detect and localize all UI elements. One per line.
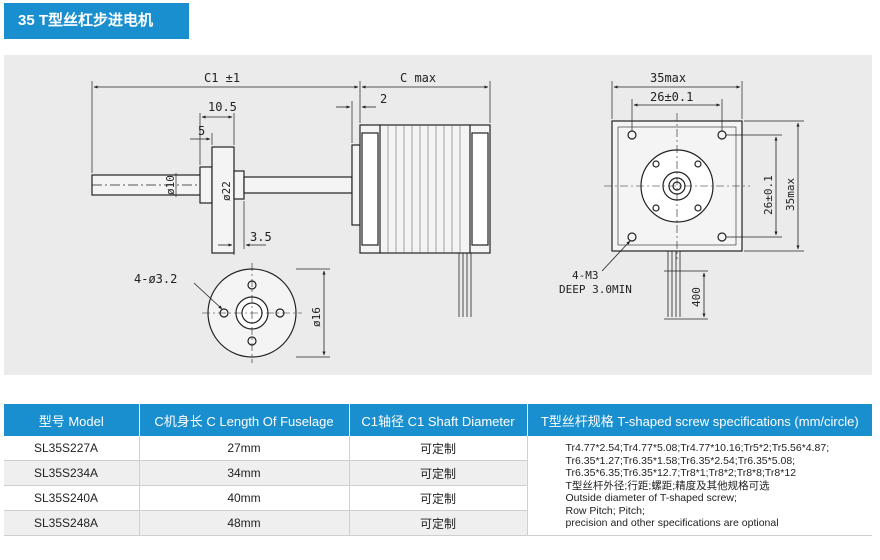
cell-length: 40mm (139, 485, 350, 511)
cell-model: SL35S234A (4, 460, 140, 486)
cell-length: 34mm (139, 460, 350, 486)
cell-shaft: 可定制 (349, 510, 528, 536)
spec-table: 型号 Model C机身长 C Length Of Fuselage C1轴径 … (4, 404, 872, 536)
spec-line: Outside diameter of T-shaped screw; (565, 492, 737, 504)
spec-line: precision and other specifications are o… (565, 517, 779, 529)
dim-c1: C1 ±1 (204, 71, 240, 85)
dim-3-5: 3.5 (250, 230, 272, 244)
table-row: SL35S240A 40mm 可定制 (4, 485, 872, 511)
flange-view (193, 263, 330, 363)
header-shaft: C1轴径 C1 Shaft Diameter (349, 404, 528, 436)
side-view (91, 81, 491, 317)
table-row: SL35S234A 34mm 可定制 (4, 460, 872, 486)
spec-line: Row Pitch; Pitch; (565, 504, 645, 517)
dim-2: 2 (380, 92, 387, 106)
dim-phi22: ø22 (220, 181, 233, 201)
cell-shaft: 可定制 (349, 485, 528, 511)
cell-model: SL35S240A (4, 485, 140, 511)
dim-deep: DEEP 3.0MIN (559, 283, 632, 296)
dim-m3: 4-M3 (572, 269, 599, 282)
spec-line: Tr6.35*6.35;Tr6.35*12.7;Tr8*1;Tr8*2;Tr8*… (565, 467, 797, 479)
table-header-row: 型号 Model C机身长 C Length Of Fuselage C1轴径 … (4, 404, 872, 436)
dim-35max-h: 35max (784, 178, 797, 211)
spec-line: Tr4.77*2.54;Tr4.77*5.08;Tr4.77*10.16;Tr5… (565, 442, 830, 454)
cell-screw-spec: Tr4.77*2.54;Tr4.77*5.08;Tr4.77*10.16;Tr5… (527, 436, 872, 536)
drawing-svg: C1 ±1 C max 10.5 2 5 ø10 ø22 3.5 4-ø3.2 … (91, 71, 804, 363)
dim-phi16: ø16 (310, 307, 323, 327)
header-length: C机身长 C Length Of Fuselage (139, 404, 350, 436)
header-model: 型号 Model (4, 404, 140, 436)
dim-400: 400 (690, 287, 703, 307)
cell-length: 27mm (139, 436, 350, 461)
cell-shaft: 可定制 (349, 436, 528, 461)
header-screw-spec: T型丝杆规格 T-shaped screw specifications (mm… (527, 404, 872, 436)
spec-line: T型丝杆外径;行距;螺距;精度及其他规格可选 (565, 479, 770, 492)
dim-26-w: 26±0.1 (650, 90, 693, 104)
table-row: SL35S248A 48mm 可定制 (4, 510, 872, 536)
front-view (601, 81, 804, 320)
cell-model: SL35S227A (4, 436, 140, 461)
dim-5: 5 (198, 124, 205, 138)
technical-drawing: C1 ±1 C max 10.5 2 5 ø10 ø22 3.5 4-ø3.2 … (4, 55, 872, 375)
dim-phi10: ø10 (164, 175, 177, 195)
dim-35max-w: 35max (650, 71, 686, 85)
page-title: 35 T型丝杠步进电机 (4, 3, 189, 39)
dim-cmax: C max (400, 71, 436, 85)
dim-10-5: 10.5 (208, 100, 237, 114)
table-row: SL35S227A 27mm 可定制 Tr4.77*2.54;Tr4.77*5.… (4, 436, 872, 536)
cell-shaft: 可定制 (349, 460, 528, 486)
dim-holes: 4-ø3.2 (134, 272, 177, 286)
dim-26-h: 26±0.1 (762, 175, 775, 215)
spec-line: Tr6.35*1.27;Tr6.35*1.58;Tr6.35*2.54;Tr6.… (565, 454, 796, 467)
cell-model: SL35S248A (4, 510, 140, 536)
cell-length: 48mm (139, 510, 350, 536)
